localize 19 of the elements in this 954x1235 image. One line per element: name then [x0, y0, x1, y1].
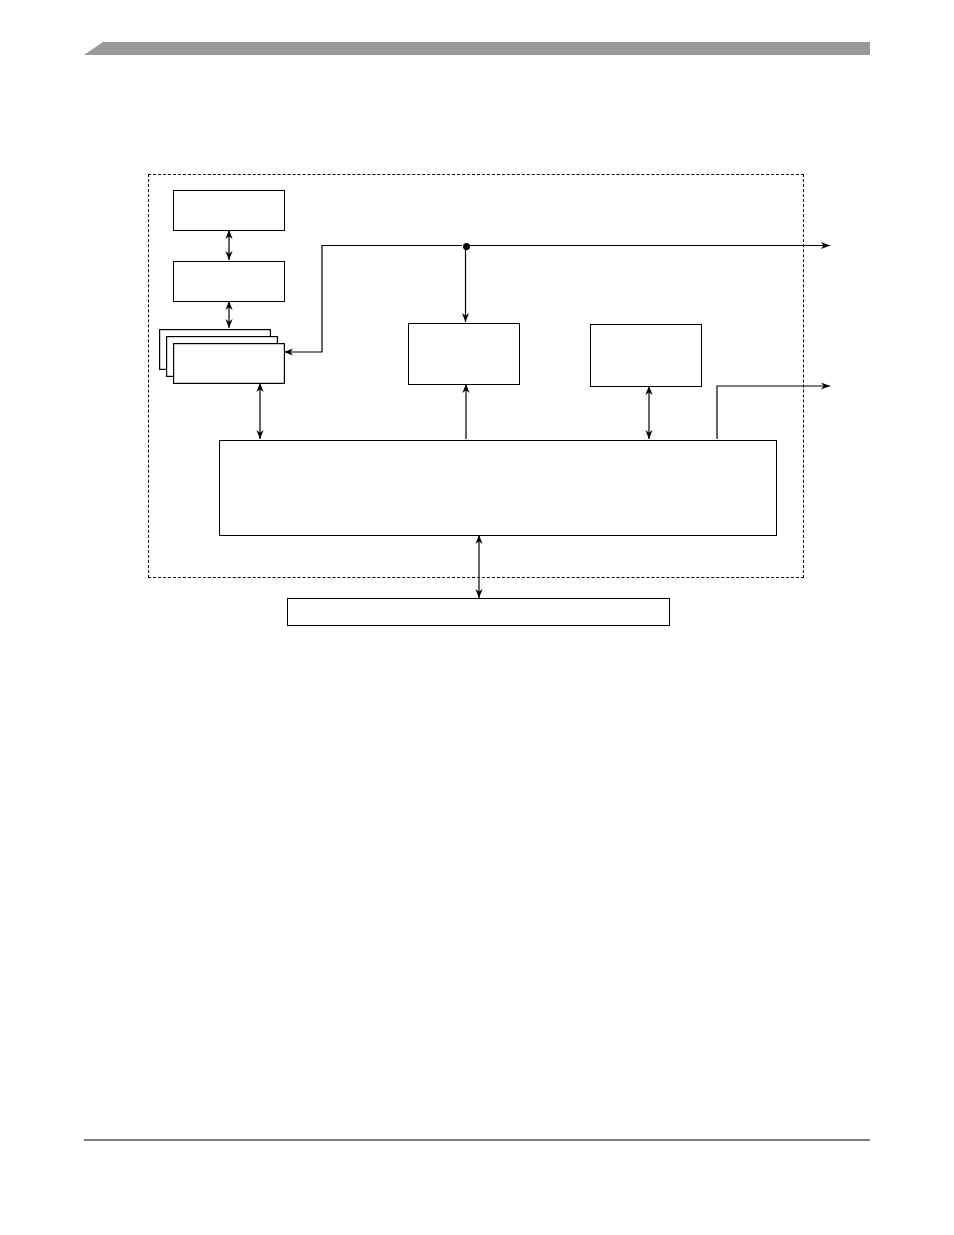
arrow: [225, 300, 233, 329]
arrow: [256, 382, 264, 440]
block: [173, 261, 285, 302]
junction-dot: [463, 243, 470, 250]
arrow: [645, 385, 653, 440]
arrow: [716, 382, 831, 440]
dashed-boundary: [148, 174, 804, 578]
arrow: [475, 534, 483, 599]
arrow: [468, 241, 831, 250]
arrow: [225, 229, 233, 261]
block: [287, 598, 670, 626]
arrow: [283, 244, 463, 356]
stacked-blocks: [159, 329, 285, 384]
block: [408, 323, 520, 385]
block: [173, 190, 285, 231]
arrow: [461, 248, 470, 323]
block: [590, 324, 702, 387]
block: [219, 440, 777, 536]
arrow: [462, 383, 470, 440]
